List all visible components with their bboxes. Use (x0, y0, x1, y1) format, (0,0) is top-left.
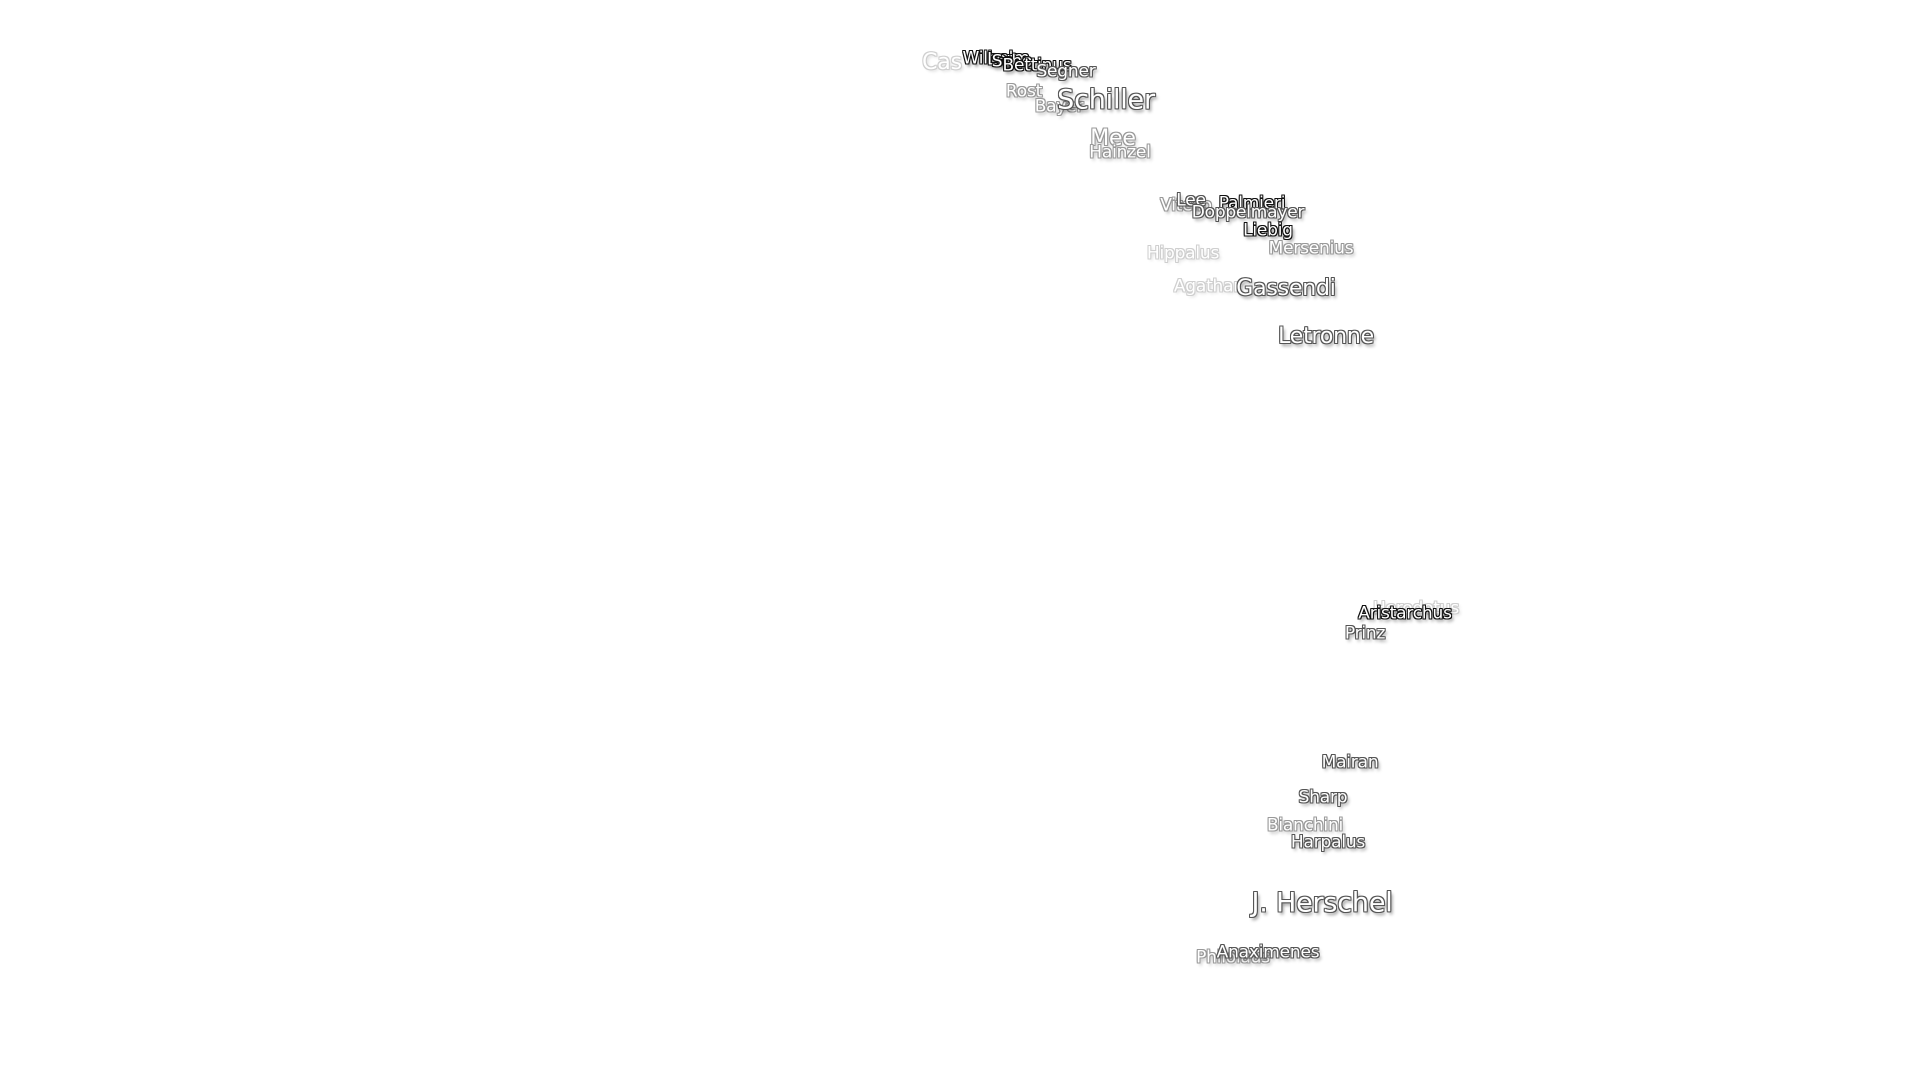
label-prinz[interactable]: Prinz (1344, 623, 1386, 644)
label-sharp[interactable]: Sharp (1298, 787, 1348, 808)
label-vitello[interactable]: Vitello (1160, 195, 1212, 216)
label-aristarchus[interactable]: Aristarchus (1358, 603, 1452, 624)
label-lee[interactable]: Lee (1176, 190, 1206, 211)
label-longomontanus[interactable]: Lon (987, 49, 1017, 70)
label-wilhelm[interactable]: Wilhelm (962, 48, 1030, 69)
label-mee[interactable]: Mee (1090, 126, 1136, 151)
label-harpalus[interactable]: Harpalus (1290, 832, 1366, 853)
label-doppelmayer[interactable]: Doppelmayer (1191, 202, 1305, 223)
label-anaximenes[interactable]: Anaximenes (1216, 942, 1320, 963)
label-bayer[interactable]: Bayer (1034, 96, 1084, 117)
label-mairan[interactable]: Mairan (1321, 752, 1379, 773)
label-rost[interactable]: Rost (1005, 81, 1043, 102)
label-philolaus[interactable]: Philolaus (1196, 947, 1270, 968)
label-cassini[interactable]: Cas (922, 50, 962, 75)
label-j-herschel[interactable]: J. Herschel (1251, 887, 1393, 919)
label-herodotus[interactable]: Herodotus (1373, 598, 1459, 619)
label-bianchini[interactable]: Bianchini (1266, 815, 1344, 836)
label-bettinus[interactable]: Bettinus (1002, 55, 1072, 76)
label-gassendi[interactable]: Gassendi (1236, 276, 1336, 301)
label-liebig[interactable]: Liebig (1243, 220, 1293, 241)
label-agatharchides[interactable]: Agathar (1173, 276, 1241, 297)
label-schiller[interactable]: Schiller (1057, 84, 1155, 116)
label-hainzel[interactable]: Hainzel (1089, 142, 1151, 163)
label-letronne[interactable]: Letronne (1278, 324, 1374, 349)
label-segner[interactable]: Segner (1036, 61, 1096, 82)
label-palmieri[interactable]: Palmieri (1218, 193, 1286, 214)
label-schomberger[interactable]: Scho (991, 51, 1033, 72)
label-mersenius[interactable]: Mersenius (1268, 238, 1354, 259)
label-hippalus[interactable]: Hippalus (1146, 243, 1220, 264)
